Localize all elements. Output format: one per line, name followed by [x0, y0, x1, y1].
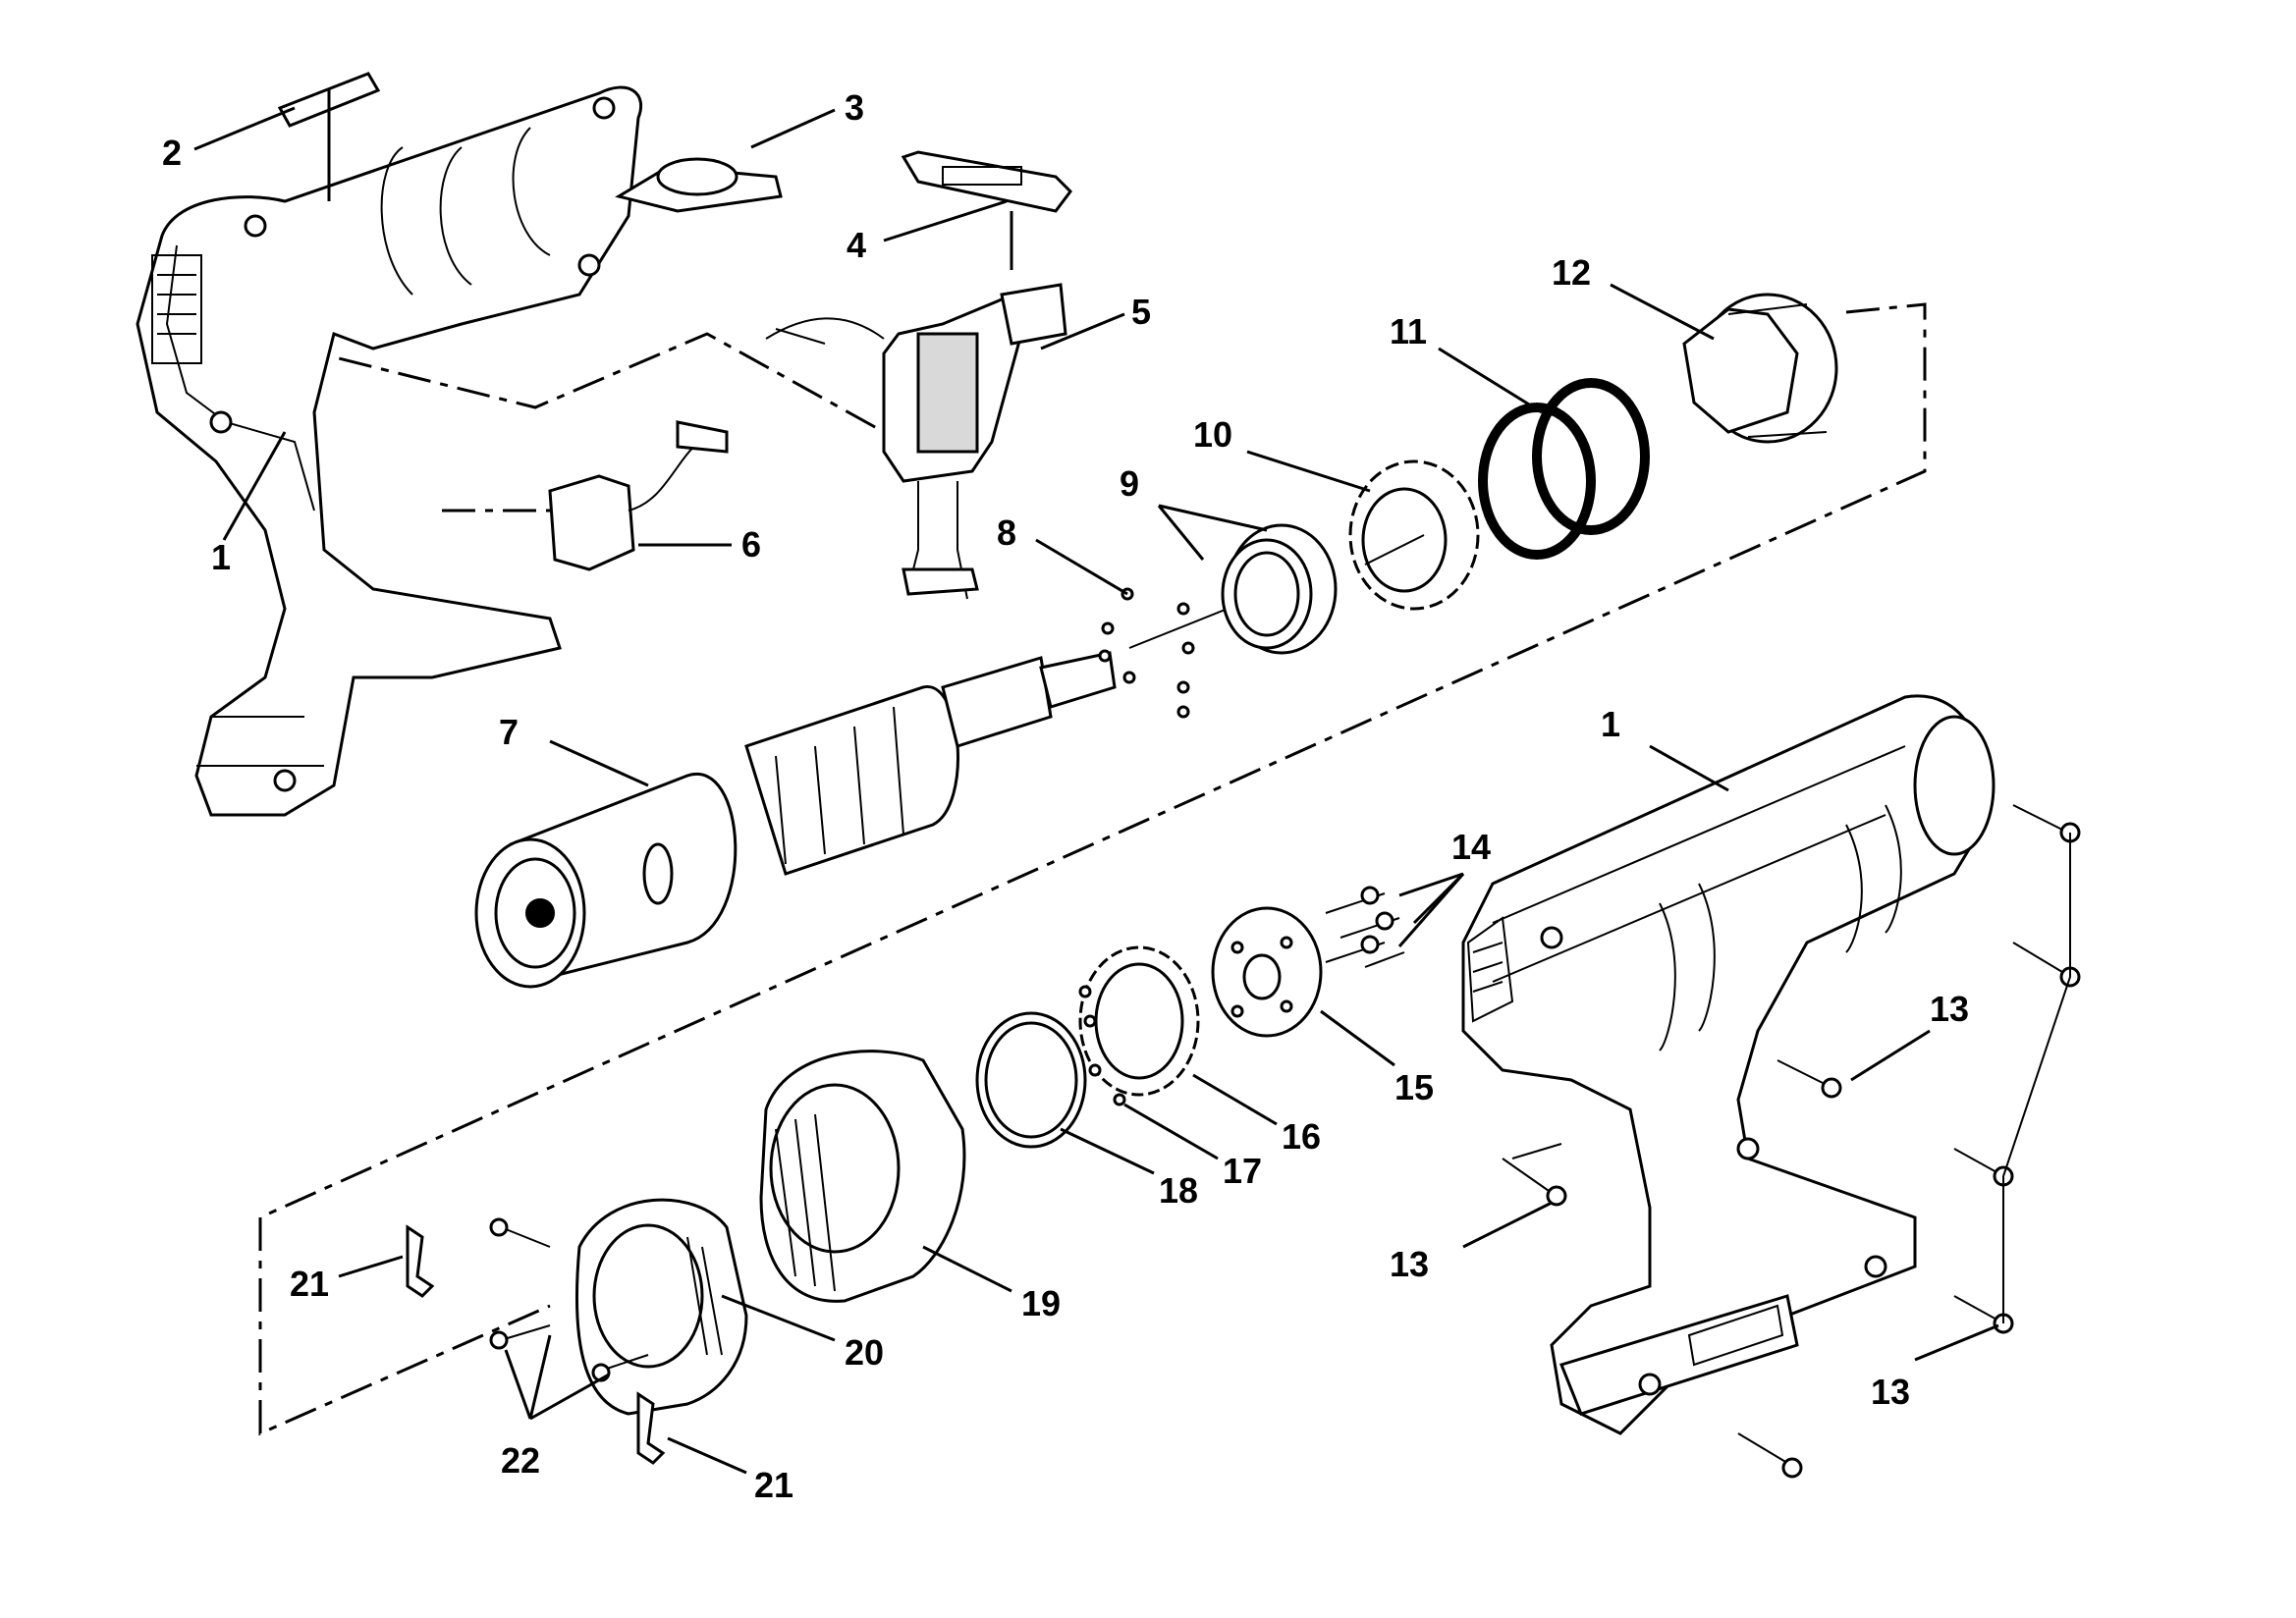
callout-20: 20 [845, 1332, 884, 1373]
connector-part-6 [548, 420, 729, 571]
callout-4: 4 [847, 225, 866, 265]
callout-labels: 2 3 4 5 6 1 7 8 9 10 11 12 1 14 13 15 16… [162, 87, 1969, 1505]
oring-part-18 [975, 1011, 1087, 1149]
callout-11: 11 [1390, 311, 1427, 351]
bracket-part-4 [901, 150, 1072, 270]
collar-part-12 [1682, 293, 1838, 444]
callout-15: 15 [1394, 1067, 1434, 1107]
motor-part-7 [474, 651, 1117, 989]
callout-13-left: 13 [1390, 1244, 1429, 1284]
callout-6: 6 [741, 524, 761, 565]
left-housing-half [136, 85, 643, 817]
callout-7: 7 [499, 712, 519, 752]
pin-part-2 [277, 72, 381, 201]
callout-17: 17 [1223, 1151, 1262, 1191]
callout-13-bottom: 13 [1871, 1372, 1910, 1412]
callout-18: 18 [1159, 1170, 1198, 1211]
gear-plate-part-16 [1078, 945, 1200, 1097]
gear-ring-part-10 [1348, 459, 1480, 611]
screws-part-22 [489, 1217, 649, 1382]
clips-part-21 [406, 1224, 666, 1465]
callout-14: 14 [1451, 827, 1491, 867]
callout-22: 22 [501, 1440, 540, 1481]
callout-12: 12 [1552, 252, 1591, 293]
callout-8: 8 [997, 512, 1016, 553]
callout-2: 2 [162, 133, 182, 173]
switch-part-5 [765, 283, 1067, 600]
callout-10: 10 [1193, 414, 1232, 455]
right-housing-half [1461, 694, 1995, 1435]
callout-1-left: 1 [211, 537, 231, 577]
screws-part-14 [1325, 886, 1405, 968]
screws-part-13 [1502, 804, 2081, 1479]
callout-21-left: 21 [290, 1264, 329, 1304]
switch-cap-part-3 [615, 157, 783, 213]
plate-part-15 [1211, 906, 1323, 1038]
balls-part-17 [1078, 985, 1126, 1106]
callout-16: 16 [1282, 1116, 1321, 1157]
callout-19: 19 [1021, 1283, 1061, 1323]
assembly-lines [220, 302, 1927, 1436]
callout-5: 5 [1131, 292, 1151, 332]
callout-1-right: 1 [1601, 704, 1620, 744]
callout-3: 3 [845, 87, 864, 128]
front-housing-part-20 [575, 1198, 748, 1416]
spring-part-11 [1478, 378, 1650, 560]
ring-part-9 [1221, 523, 1338, 655]
leader-lines [193, 106, 1999, 1475]
gear-case-part-19 [759, 1050, 966, 1303]
callout-13-right: 13 [1930, 989, 1969, 1029]
callout-9: 9 [1120, 463, 1139, 504]
callout-21-bottom: 21 [754, 1465, 793, 1505]
